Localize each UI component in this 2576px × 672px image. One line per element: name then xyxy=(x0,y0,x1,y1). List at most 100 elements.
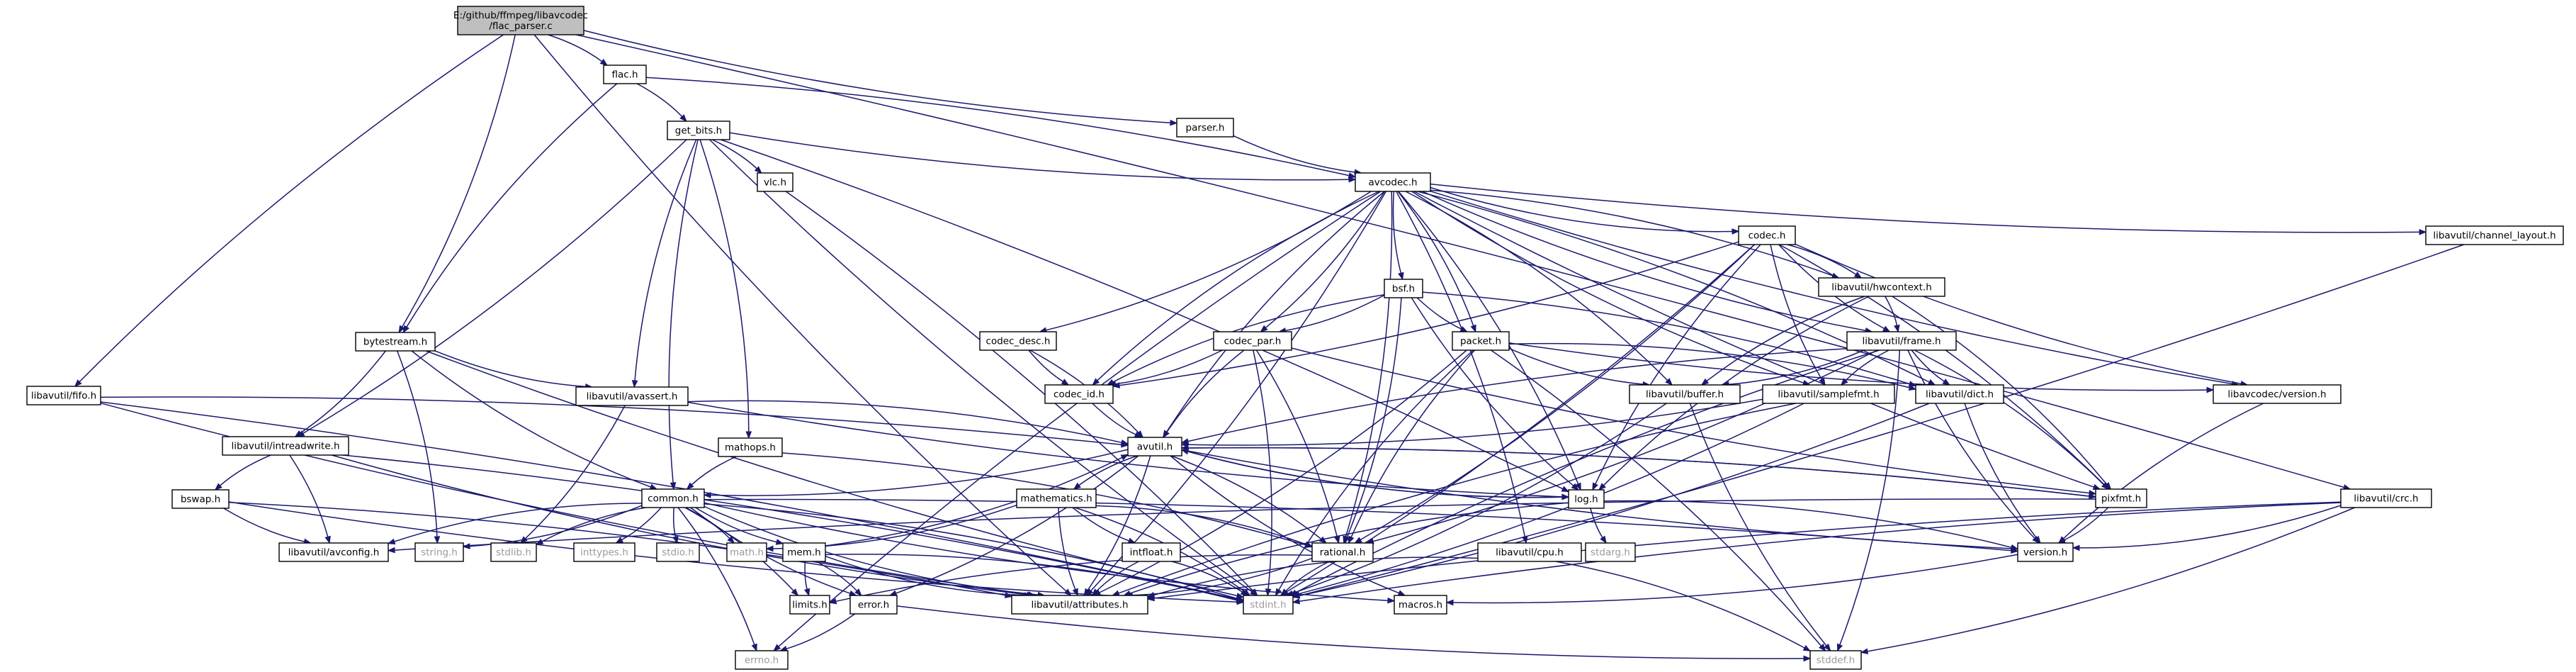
edge-line xyxy=(394,498,2096,551)
node-stdio[interactable]: stdio.h xyxy=(656,542,700,562)
edge-line xyxy=(691,456,737,486)
arrowhead-icon xyxy=(2072,544,2080,551)
node-mem[interactable]: mem.h xyxy=(782,542,826,562)
edge-line xyxy=(1078,455,1138,486)
node-errno[interactable]: errno.h xyxy=(735,650,789,670)
edge-line xyxy=(704,503,1238,600)
edge-line xyxy=(1115,349,1223,385)
node-get_bits[interactable]: get_bits.h xyxy=(667,121,730,140)
arrowhead-icon xyxy=(1073,482,1081,490)
edge-avassert-to-avutil xyxy=(687,400,1129,446)
node-stdarg[interactable]: stdarg.h xyxy=(1585,542,1636,562)
edge-avcodec-to-codec_desc xyxy=(1039,191,1372,333)
node-box xyxy=(757,172,793,192)
node-label: mem.h xyxy=(787,547,820,559)
edge-line xyxy=(1299,502,2341,603)
node-avutil[interactable]: avutil.h xyxy=(1127,437,1182,457)
node-macros[interactable]: macros.h xyxy=(1394,595,1447,615)
edge-line xyxy=(1590,508,1603,538)
edge-line xyxy=(1187,398,1763,446)
node-frame[interactable]: libavutil/frame.h xyxy=(1846,331,1957,351)
node-bytestream[interactable]: bytestream.h xyxy=(355,332,436,352)
node-error[interactable]: error.h xyxy=(849,595,898,615)
node-codec_id[interactable]: codec_id.h xyxy=(1044,384,1114,404)
node-bsf[interactable]: bsf.h xyxy=(1384,279,1423,298)
node-buffer[interactable]: libavutil/buffer.h xyxy=(1629,384,1741,404)
node-math[interactable]: math.h xyxy=(726,542,767,562)
node-dict[interactable]: libavutil/dict.h xyxy=(1915,384,2004,404)
node-label: error.h xyxy=(858,600,889,611)
node-flac[interactable]: flac.h xyxy=(603,65,647,84)
node-codec_desc[interactable]: codec_desc.h xyxy=(979,331,1057,351)
edge-line xyxy=(1129,502,1569,594)
edge-intreadwrite-to-bswap xyxy=(214,454,271,491)
arrowhead-icon xyxy=(1908,384,1917,391)
edge-rational-to-limits xyxy=(828,554,1313,605)
node-codec[interactable]: codec.h xyxy=(1738,225,1796,245)
node-samplefmt[interactable]: libavutil/samplefmt.h xyxy=(1762,384,1895,404)
node-mathops[interactable]: mathops.h xyxy=(718,437,783,457)
node-codec_par[interactable]: codec_par.h xyxy=(1213,331,1292,351)
arrowhead-icon xyxy=(1348,172,1357,179)
node-hwcontext[interactable]: libavutil/hwcontext.h xyxy=(1818,277,1945,297)
node-attributes[interactable]: libavutil/attributes.h xyxy=(1011,595,1148,615)
node-label: macros.h xyxy=(1399,600,1442,611)
node-vlc[interactable]: vlc.h xyxy=(757,172,793,192)
node-lcversion[interactable]: libavcodec/version.h xyxy=(2213,384,2341,404)
node-label: bytestream.h xyxy=(363,337,427,348)
node-parser[interactable]: parser.h xyxy=(1176,118,1234,138)
edge-line xyxy=(1706,296,1865,382)
arrowhead-icon xyxy=(1598,483,1606,491)
edge-line xyxy=(677,507,755,645)
node-rational[interactable]: rational.h xyxy=(1311,542,1374,562)
node-box xyxy=(641,488,705,508)
node-avconfig[interactable]: libavutil/avconfig.h xyxy=(278,542,389,562)
node-channel_layout[interactable]: libavutil/channel_layout.h xyxy=(2425,225,2564,245)
edge-line xyxy=(524,405,626,539)
edge-line xyxy=(303,139,687,435)
edge-buffer-to-stdint xyxy=(1285,403,1667,596)
arrowhead-icon xyxy=(1802,645,1812,651)
edge-crc-to-version xyxy=(2072,505,2341,551)
arrowhead-icon xyxy=(1275,588,1282,597)
node-stdlib[interactable]: stdlib.h xyxy=(490,542,537,562)
node-avassert[interactable]: libavutil/avassert.h xyxy=(575,386,689,406)
node-root[interactable]: E:/github/ffmpeg/libavcodec/flac_parser.… xyxy=(453,6,588,35)
edge-line xyxy=(1907,349,2035,539)
node-crc[interactable]: libavutil/crc.h xyxy=(2340,488,2432,508)
arrowhead-icon xyxy=(672,535,679,544)
edge-bswap-to-avconfig xyxy=(223,508,312,545)
edge-pixfmt-to-avutil xyxy=(1180,444,2096,498)
node-intfloat[interactable]: intfloat.h xyxy=(1122,542,1181,562)
arrowhead-icon xyxy=(2010,544,2019,551)
arrowhead-icon xyxy=(1260,325,1268,332)
node-limits[interactable]: limits.h xyxy=(789,595,830,615)
node-box xyxy=(1127,437,1182,457)
edge-line xyxy=(342,454,1238,600)
arrowhead-icon xyxy=(1072,588,1078,597)
node-intreadwrite[interactable]: libavutil/intreadwrite.h xyxy=(222,436,349,456)
node-version[interactable]: version.h xyxy=(2017,542,2074,562)
node-mathematics[interactable]: mathematics.h xyxy=(1016,488,1097,508)
edge-vlc-to-stdint xyxy=(785,191,1258,596)
node-packet[interactable]: packet.h xyxy=(1452,331,1510,351)
edge-error-to-errno xyxy=(779,613,856,652)
arrowhead-icon xyxy=(398,325,405,334)
arrowhead-icon xyxy=(1348,535,1355,544)
node-pixfmt[interactable]: pixfmt.h xyxy=(2095,488,2147,508)
node-avcodec[interactable]: avcodec.h xyxy=(1355,172,1431,192)
node-stdint[interactable]: stdint.h xyxy=(1243,595,1294,615)
node-inttypes[interactable]: inttypes.h xyxy=(573,542,635,562)
node-stddef[interactable]: stddef.h xyxy=(1809,650,1862,670)
node-label: mathops.h xyxy=(725,442,776,454)
node-label: libavutil/crc.h xyxy=(2354,493,2418,505)
node-common[interactable]: common.h xyxy=(641,488,705,508)
node-bswap[interactable]: bswap.h xyxy=(171,489,230,509)
node-label: libavutil/samplefmt.h xyxy=(1778,389,1879,401)
node-string[interactable]: string.h xyxy=(414,542,464,562)
node-log[interactable]: log.h xyxy=(1568,489,1605,509)
edge-line xyxy=(223,508,305,542)
node-label: libavutil/attributes.h xyxy=(1032,600,1129,611)
node-cpu[interactable]: libavutil/cpu.h xyxy=(1477,542,1582,562)
node-fifo[interactable]: libavutil/fifo.h xyxy=(26,386,101,405)
